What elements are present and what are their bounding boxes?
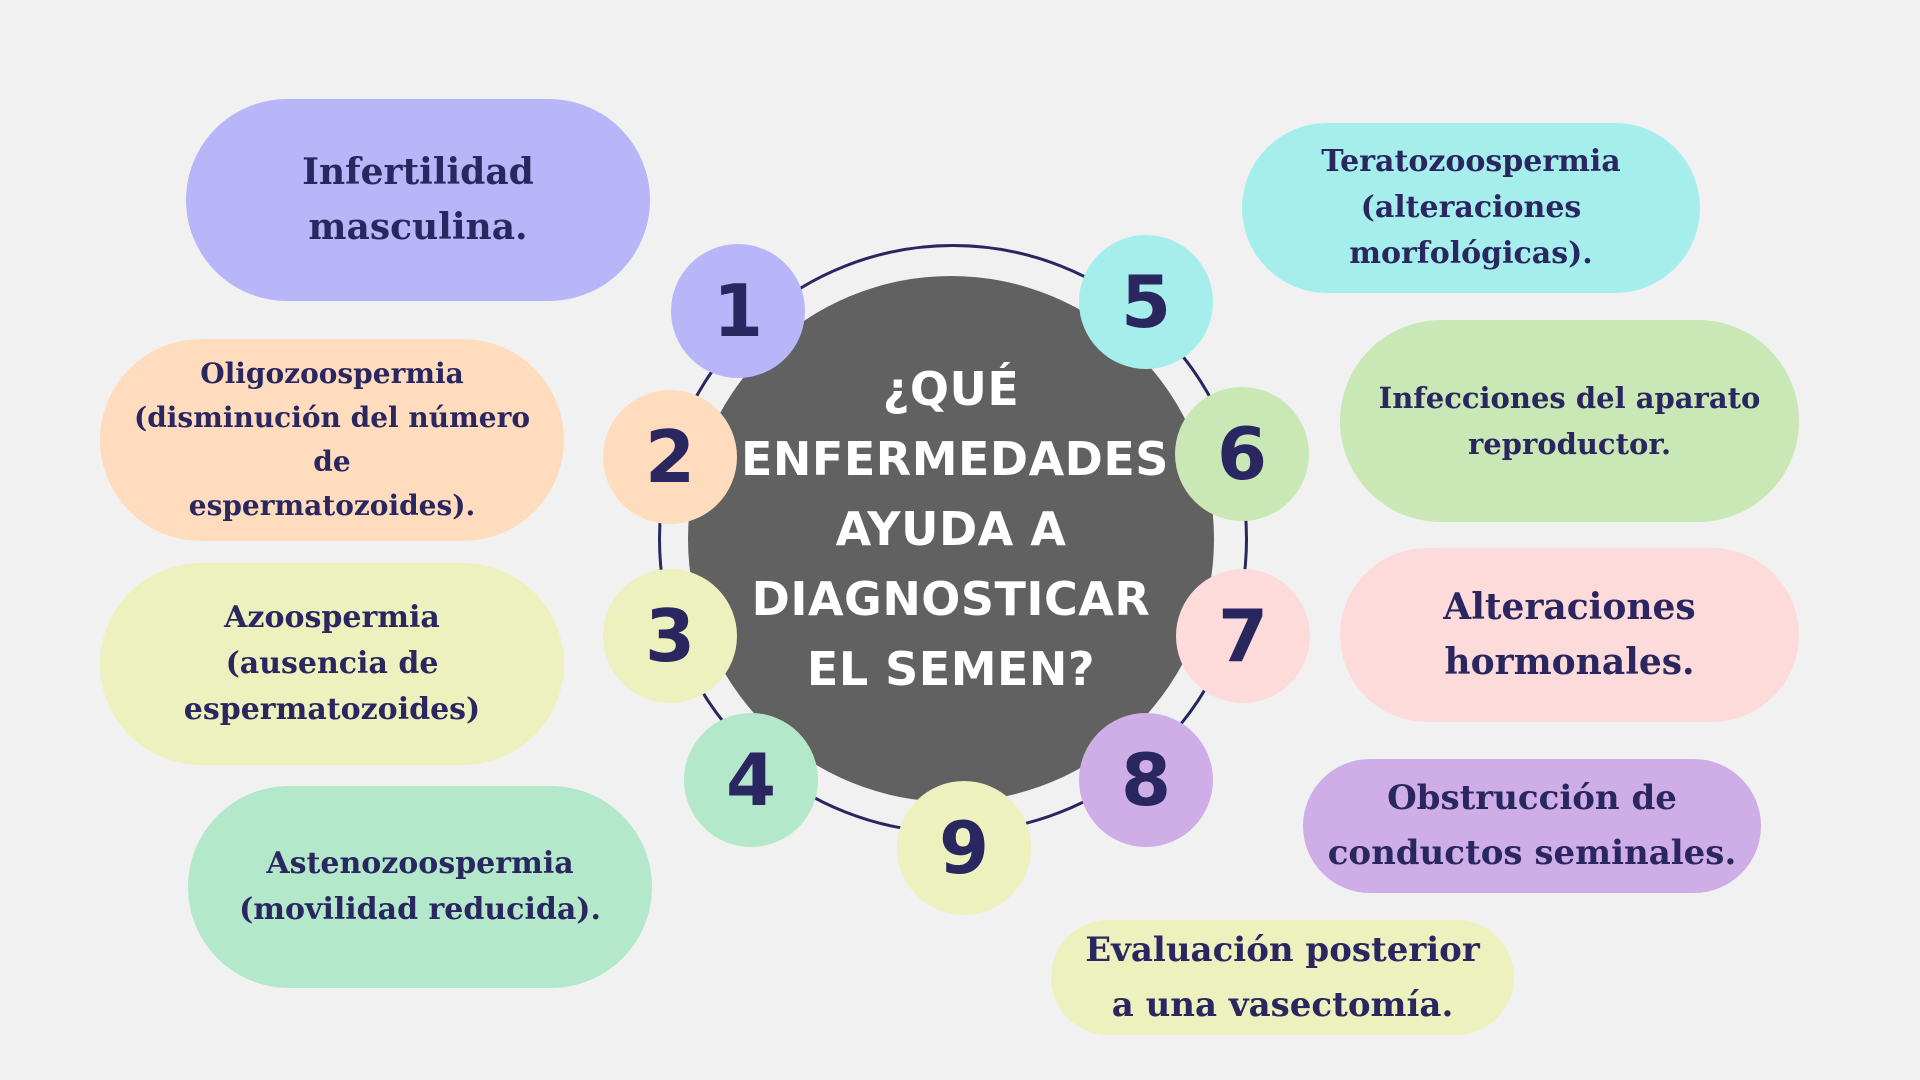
item-3-pill: Azoospermia (ausencia de espermatozoides… <box>100 563 564 765</box>
number-circle-2: 2 <box>603 390 737 524</box>
number-label: 5 <box>1120 260 1172 344</box>
number-circle-3: 3 <box>603 569 737 703</box>
item-5-pill: Teratozoospermia (alteraciones morfológi… <box>1242 123 1700 293</box>
number-circle-9: 9 <box>897 781 1031 915</box>
number-label: 6 <box>1216 412 1268 496</box>
number-circle-5: 5 <box>1079 235 1213 369</box>
item-2-text: Oligozoospermia (disminución del número … <box>133 357 531 522</box>
item-7-text: Alteraciones hormonales. <box>1443 586 1696 683</box>
number-label: 7 <box>1217 594 1269 678</box>
number-circle-7: 7 <box>1176 569 1310 703</box>
number-label: 1 <box>712 269 764 353</box>
item-1-pill: Infertilidad masculina. <box>186 99 650 301</box>
item-9-text: Evaluación posterior a una vasectomía. <box>1085 929 1480 1025</box>
item-5-text: Teratozoospermia (alteraciones morfológi… <box>1321 144 1621 271</box>
item-7-pill: Alteraciones hormonales. <box>1340 548 1799 722</box>
item-6-pill: Infecciones del aparato reproductor. <box>1340 320 1799 522</box>
item-4-pill: Astenozoospermia (movilidad reducida). <box>188 786 652 988</box>
item-6-text: Infecciones del aparato reproductor. <box>1378 381 1761 461</box>
number-circle-8: 8 <box>1079 713 1213 847</box>
item-9-pill: Evaluación posterior a una vasectomía. <box>1051 920 1514 1035</box>
number-label: 2 <box>644 415 696 499</box>
number-circle-4: 4 <box>684 713 818 847</box>
item-8-pill: Obstrucción de conductos seminales. <box>1303 759 1761 893</box>
number-circle-1: 1 <box>671 244 805 378</box>
number-label: 4 <box>725 738 777 822</box>
number-label: 8 <box>1120 738 1172 822</box>
number-label: 9 <box>938 806 990 890</box>
center-title: ¿QUÉ ENFERMEDADES AYUDA A DIAGNOSTICAR E… <box>741 362 1169 696</box>
item-2-pill: Oligozoospermia (disminución del número … <box>100 339 564 541</box>
item-8-text: Obstrucción de conductos seminales. <box>1327 778 1737 873</box>
item-1-text: Infertilidad masculina. <box>302 151 534 248</box>
center-circle: ¿QUÉ ENFERMEDADES AYUDA A DIAGNOSTICAR E… <box>688 276 1214 802</box>
item-3-text: Azoospermia (ausencia de espermatozoides… <box>183 600 481 727</box>
item-4-text: Astenozoospermia (movilidad reducida). <box>239 846 601 927</box>
number-label: 3 <box>644 594 696 678</box>
number-circle-6: 6 <box>1175 387 1309 521</box>
